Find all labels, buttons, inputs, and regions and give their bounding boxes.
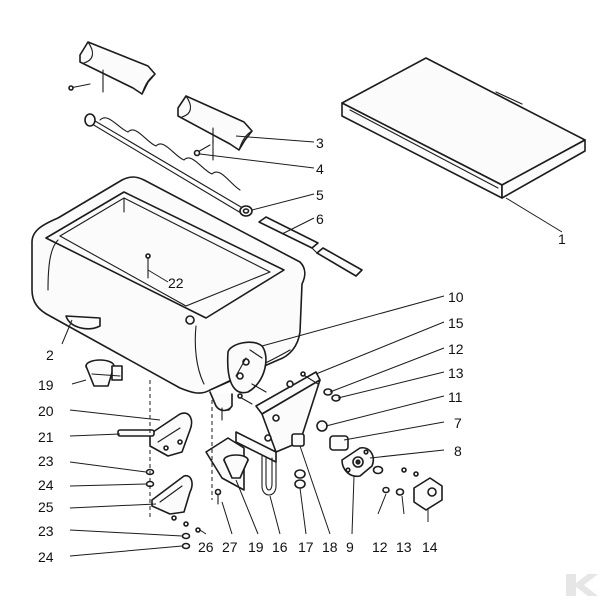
callout-9: 9 [346,539,354,555]
nut-17 [294,469,306,489]
callout-26: 26 [198,539,214,555]
bushing-18 [291,433,305,447]
callout-7: 7 [454,415,462,431]
agitator-guard-left [68,41,156,95]
callout-13-upper: 13 [448,365,464,381]
callout-3: 3 [316,135,324,151]
callout-2: 2 [46,347,54,363]
nut-13-lower [395,467,419,496]
distribution-plate-upper [117,412,193,457]
callout-19-center: 19 [248,539,264,555]
k-logo-icon [566,574,598,596]
callout-25: 25 [38,499,54,515]
funnel-center [205,437,249,505]
callout-12-upper: 12 [448,341,464,357]
callout-16: 16 [272,539,288,555]
pin-clip [193,139,214,161]
callout-15: 15 [448,315,464,331]
agitator-guard [177,95,253,151]
nut-washer-set [145,468,191,550]
callout-13-lower: 13 [396,539,412,555]
u-bolt [261,455,277,496]
callout-24-lower: 24 [38,549,54,565]
callout-19-left: 19 [38,377,54,393]
callout-10: 10 [448,289,464,305]
callout-1: 1 [558,231,566,247]
cover-lid [341,57,586,199]
callout-24-upper: 24 [38,477,54,493]
distribution-plate-lower [151,474,201,533]
hopper-body [31,176,306,394]
bearing-assembly [316,420,375,478]
leader-lines [61,135,563,557]
callout-23-upper: 23 [38,453,54,469]
callout-11: 11 [448,389,463,405]
screw-15 [300,371,319,385]
outlet-tube [209,391,233,421]
washer-12-upper [323,388,333,396]
mounting-bracket [225,371,321,463]
drive-shaft [258,216,363,277]
callout-27: 27 [222,539,238,555]
agitator-shaft [84,113,253,217]
washer-12-lower [372,465,390,494]
end-cap-14 [413,477,443,511]
bearing-plate [226,341,267,394]
callout-18: 18 [322,539,338,555]
callout-23-lower: 23 [38,523,54,539]
funnel-left [85,359,123,387]
callout-21: 21 [38,429,54,445]
callout-12-lower: 12 [372,539,388,555]
callout-4: 4 [316,161,324,177]
callout-8: 8 [454,443,462,459]
callout-20: 20 [38,403,54,419]
callout-14: 14 [422,539,438,555]
callout-5: 5 [316,187,324,203]
callout-17: 17 [298,539,314,555]
callout-22: 22 [168,275,184,291]
callout-6: 6 [316,211,324,227]
callout-labels: 1 2 3 4 5 6 7 8 9 10 11 12 12 13 13 14 1… [38,135,566,565]
